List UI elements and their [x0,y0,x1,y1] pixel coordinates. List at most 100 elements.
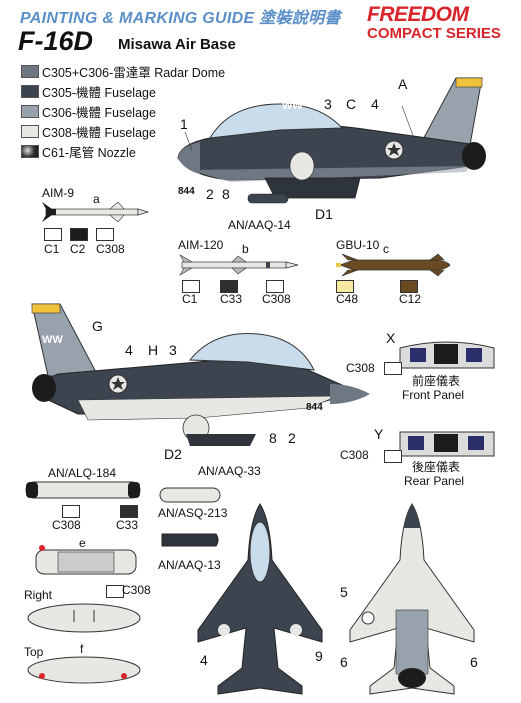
legend-label: C61-尾管 Nozzle [42,145,136,160]
swatch [21,84,39,98]
rear-panel-code: C308 [340,448,369,462]
legend-label: C305+C306-雷達罩 Radar Dome [42,65,226,80]
tank-code: C308 [122,583,151,597]
code-c308: C308 [262,292,291,306]
swatch [70,228,88,241]
alq184-name: AN/ALQ-184 [48,466,117,480]
code-c1: C1 [182,292,198,306]
code-c308: C308 [52,518,81,532]
callout-1: 1 [180,116,188,132]
swatch [400,280,418,293]
top-callout-9: 9 [315,648,323,664]
swatch [384,362,402,375]
swatch [220,280,238,293]
callout-H: H [148,342,159,358]
legend-item: C305+C306-雷達罩 Radar Dome [21,62,225,80]
bottom-callout-6: 6 [470,654,478,670]
aim9-name: AIM-9 [42,186,75,200]
swatch [336,280,354,293]
legend-item: C306-機體 Fuselage [21,102,156,120]
aircraft-top-view [197,503,323,695]
rear-panel-zh: 後座儀表 [412,460,461,474]
legend-item: C308-機體 Fuselage [21,122,156,140]
callout-D1: D1 [315,206,333,222]
front-panel-code: C308 [346,361,375,375]
brand-series: COMPACT SERIES [367,25,501,42]
code-c33: C33 [220,292,243,306]
swatch [182,280,200,293]
serial-number: 844 [306,402,323,413]
top-callout-4: 4 [200,652,208,668]
swatch [21,64,39,78]
bottom-callout-5: 5 [340,584,348,600]
swatch [21,104,39,118]
swatch [62,505,80,518]
front-panel-zh: 前座儀表 [412,374,461,388]
swatch [384,450,402,463]
aim120-name: AIM-120 [178,238,224,252]
aircraft-side-profile-right [31,303,370,446]
panel-letter-x: X [386,330,396,346]
code-c308: C308 [96,242,125,256]
aim9-letter: a [93,192,100,206]
callout-D2: D2 [164,446,182,462]
callout-2: 2 [288,430,296,446]
swatch [120,505,138,518]
alq184-pod [25,481,141,499]
legend-item: C305-機體 Fuselage [21,82,156,100]
tail-code: WW [282,100,303,112]
callout-A: A [398,76,408,92]
code-c1: C1 [44,242,60,256]
gbu10-letter: c [383,242,389,256]
tank-letter-f: f [80,642,84,656]
rear-panel-en: Rear Panel [404,474,465,488]
code-c2: C2 [70,242,86,256]
bottom-callout-6: 6 [340,654,348,670]
tank-top-label: Top [24,645,44,659]
rear-instrument-panel [399,431,495,457]
swatch [21,124,39,138]
front-instrument-panel [399,341,495,369]
tank-right-label: Right [24,588,53,602]
swatch [44,228,62,241]
asq213-name: AN/ASQ-213 [158,506,228,520]
legend-label: C305-機體 Fuselage [42,85,156,100]
aaq13-pod [161,533,219,547]
aircraft-model: F-16D [18,26,94,56]
callout-4: 4 [371,96,379,112]
aircraft-bottom-view [349,503,475,695]
gbu10-bomb [336,253,451,277]
callout-8: 8 [269,430,277,446]
tank-letter-e: e [79,536,86,550]
gbu10-name: GBU-10 [336,238,380,252]
callout-8: 8 [222,186,230,202]
tail-code: WW [42,334,63,346]
fuel-tank-side [35,545,137,575]
guide-title: PAINTING & MARKING GUIDE 塗裝說明書 [20,10,341,27]
pod-label-aaq33: AN/AAQ-33 [198,464,261,478]
swatch [266,280,284,293]
code-c33: C33 [116,518,139,532]
callout-3: 3 [324,96,332,112]
code-c48: C48 [336,292,359,306]
panel-letter-y: Y [374,426,384,442]
fuel-tank-top-view [27,656,141,684]
aim120-missile [179,254,299,276]
swatch [96,228,114,241]
serial-number: 844 [178,186,195,197]
fuel-tank-right-view [27,603,141,633]
asq213-pod [159,487,221,503]
code-c12: C12 [399,292,422,306]
air-base-name: Misawa Air Base [118,36,236,53]
callout-G: G [92,318,103,334]
callout-4: 4 [125,342,133,358]
aircraft-side-profile-left [177,77,486,204]
legend-label: C308-機體 Fuselage [42,125,156,140]
legend-label: C306-機體 Fuselage [42,105,156,120]
swatch [21,144,39,158]
callout-C: C [346,96,357,112]
aaq13-name: AN/AAQ-13 [158,558,221,572]
callout-3: 3 [169,342,177,358]
brand-logo: FREEDOM [367,3,469,26]
swatch [106,585,124,598]
